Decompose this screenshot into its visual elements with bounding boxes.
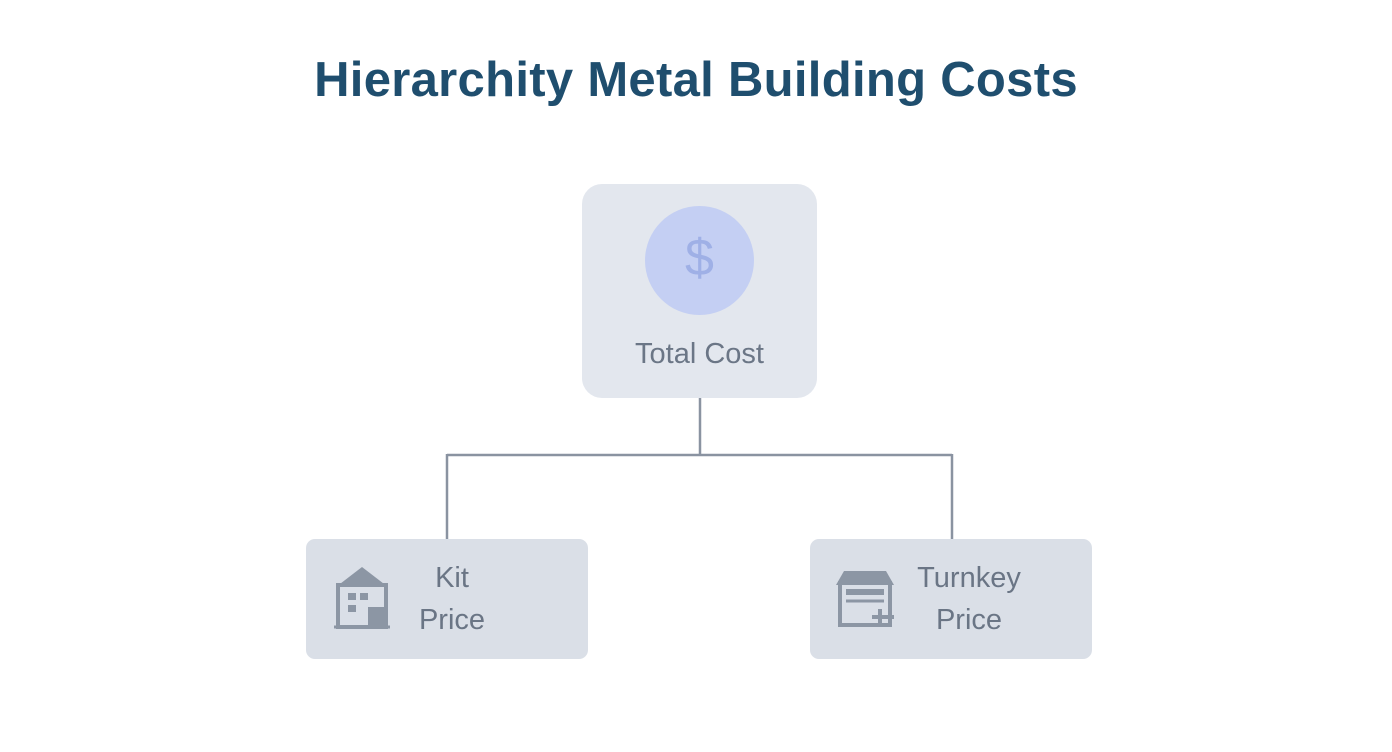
turnkey-price-label: Turnkey Price: [904, 557, 1034, 641]
kit-price-line1: Kit: [435, 562, 469, 594]
garage-icon: [836, 565, 898, 634]
diagram-title: Hierarchity Metal Building Costs: [314, 53, 1078, 107]
turnkey-price-line2: Price: [935, 604, 1003, 636]
building-icon: [332, 565, 392, 634]
dollar-symbol: $: [685, 229, 714, 287]
dollar-sign-icon: $: [645, 206, 754, 315]
turnkey-price-node: Turnkey Price: [810, 539, 1092, 659]
kit-price-node: Kit Price: [306, 539, 588, 659]
kit-price-line2: Price: [418, 604, 486, 636]
turnkey-price-line1: Turnkey: [917, 562, 1021, 594]
total-cost-label: Total Cost: [635, 338, 764, 370]
total-cost-node: $ Total Cost: [582, 184, 817, 398]
kit-price-label: Kit Price: [404, 557, 500, 641]
